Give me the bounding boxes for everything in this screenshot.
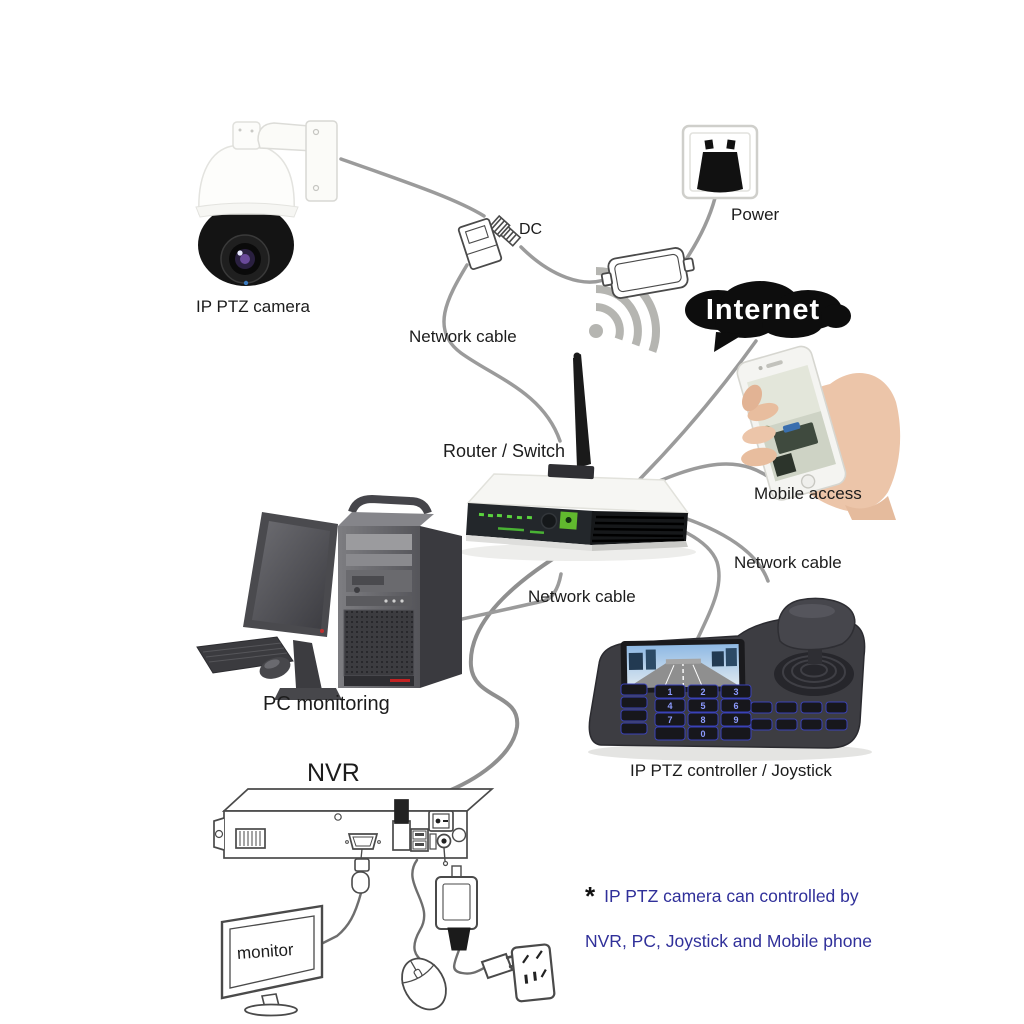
joystick-controller: 1 2 3 4 5 6 7 8 9 0 (588, 597, 872, 761)
adapter-cord (452, 948, 486, 975)
psu-adapter-drawing (435, 865, 478, 951)
svg-text:0: 0 (700, 729, 705, 739)
dc-connector-drawing (488, 214, 522, 247)
svg-text:7: 7 (667, 715, 672, 725)
joystick-label: IP PTZ controller / Joystick (630, 761, 832, 780)
mouse-cable (411, 858, 427, 966)
svg-text:1: 1 (667, 687, 672, 697)
power-outlet (681, 124, 759, 200)
footnote-asterisk: * (585, 881, 596, 911)
pc-workstation (196, 494, 462, 700)
dc-label: DC (519, 221, 543, 238)
svg-text:9: 9 (733, 715, 738, 725)
camera-label: IP PTZ camera (196, 297, 310, 316)
footnote-line-2: NVR, PC, Joystick and Mobile phone (585, 931, 872, 951)
router-label: Router / Switch (443, 441, 566, 461)
nvr-label: NVR (307, 759, 360, 787)
svg-text:4: 4 (667, 701, 672, 711)
vga-connector-drawing (351, 848, 370, 894)
footnote-line-1: * IP PTZ camera can controlled by (585, 881, 859, 911)
nvr-accessory-cables (321, 858, 486, 975)
footnote-text-1: IP PTZ camera can controlled by (604, 886, 859, 906)
mobile-access-label: Mobile access (754, 484, 862, 503)
router (460, 463, 696, 561)
cable-dc-to-adapter (519, 245, 615, 284)
svg-text:2: 2 (700, 687, 705, 697)
cable-rj45-to-router (442, 263, 562, 443)
network-cable-label-right: Network cable (734, 553, 842, 572)
svg-text:8: 8 (700, 715, 705, 725)
joystick-keypad (620, 683, 848, 741)
cable-camera-to-junction (339, 157, 486, 218)
network-cable-label-mid: Network cable (528, 587, 636, 606)
internet-label: Internet (705, 294, 821, 326)
network-cable-label-top: Network cable (409, 327, 517, 346)
monitor-screen-label: monitor (236, 940, 295, 963)
keypad-digits: 1 2 3 4 5 6 7 8 9 0 (667, 687, 738, 739)
nvr-drawing (213, 788, 495, 867)
power-adapter-drawing (600, 247, 695, 299)
router-antenna (573, 352, 591, 468)
svg-text:3: 3 (733, 687, 738, 697)
rj45-connector-drawing (457, 218, 503, 270)
power-label: Power (731, 205, 780, 224)
cable-adapter-to-plug (683, 196, 717, 263)
ptz-camera (195, 120, 338, 286)
pc-monitoring-label: PC monitoring (263, 693, 390, 715)
svg-text:5: 5 (700, 701, 705, 711)
mouse-drawing (401, 957, 447, 1011)
internet-cloud (685, 281, 851, 352)
monitor-drawing (220, 904, 324, 1017)
svg-text:6: 6 (733, 701, 738, 711)
vga-cable (321, 891, 363, 945)
wall-plug-drawing (480, 943, 556, 1003)
cable-internet-to-router (638, 339, 758, 481)
mobile-phone-hand (736, 345, 901, 520)
